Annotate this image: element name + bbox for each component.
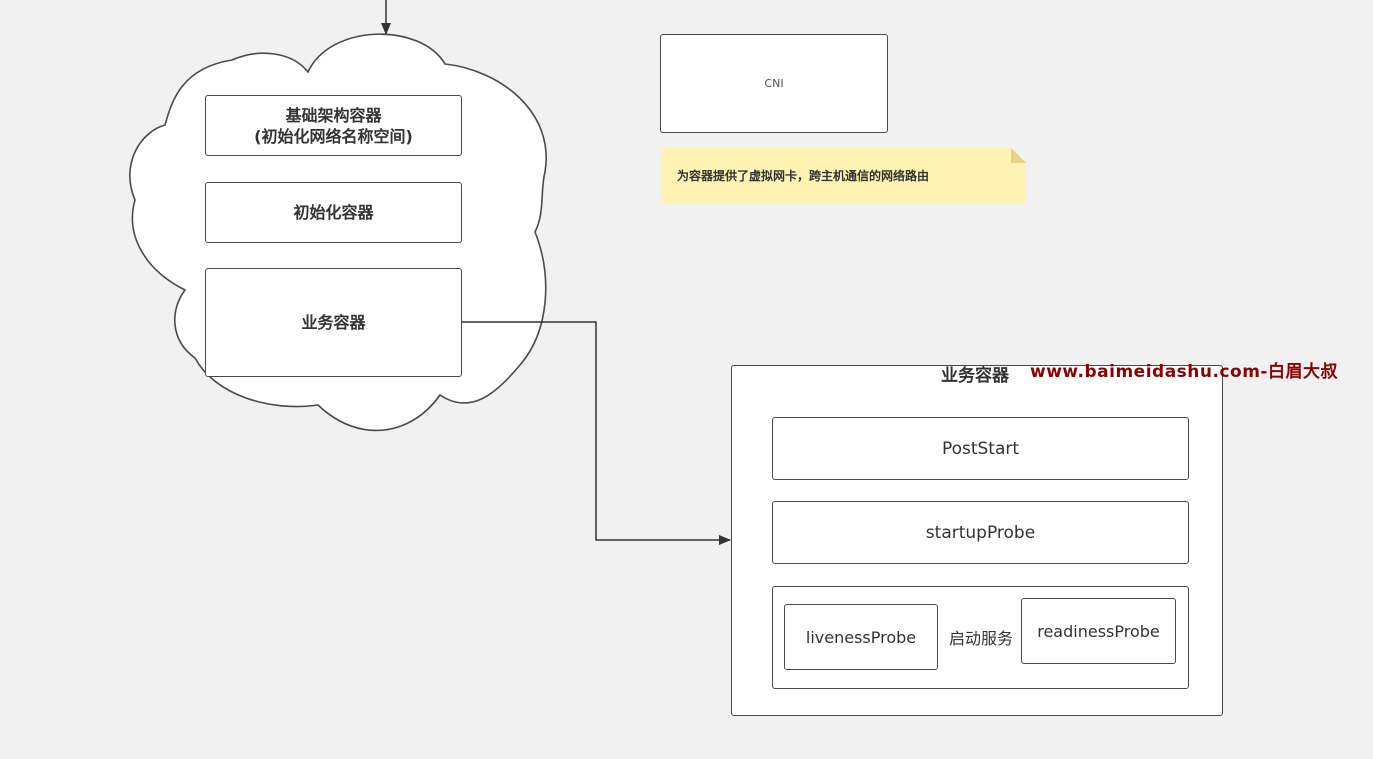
cni-note[interactable]: 为容器提供了虚拟网卡，跨主机通信的网络路由 bbox=[661, 148, 1026, 203]
note-fold-corner bbox=[1011, 148, 1026, 163]
business-container-detail-title: 业务容器 bbox=[941, 366, 1009, 386]
poststart-label: PostStart bbox=[941, 438, 1020, 459]
readiness-probe-box[interactable]: readinessProbe bbox=[1021, 598, 1176, 664]
startup-probe-box[interactable]: startupProbe bbox=[772, 501, 1189, 564]
init-container-label: 初始化容器 bbox=[293, 203, 374, 222]
liveness-probe-label: livenessProbe bbox=[805, 627, 917, 647]
cni-label: CNI bbox=[764, 77, 784, 90]
cni-note-text: 为容器提供了虚拟网卡，跨主机通信的网络路由 bbox=[677, 169, 930, 183]
liveness-probe-box[interactable]: livenessProbe bbox=[784, 604, 938, 670]
init-container-box[interactable]: 初始化容器 bbox=[205, 182, 462, 243]
infra-container-sublabel: (初始化网络名称空间) bbox=[254, 126, 413, 146]
start-service-label: 启动服务 bbox=[948, 629, 1013, 648]
infra-container-label: 基础架构容器 bbox=[285, 105, 382, 125]
watermark: www.baimeidashu.com-白眉大叔 bbox=[1030, 362, 1338, 382]
cni-box[interactable]: CNI bbox=[660, 34, 888, 133]
readiness-probe-label: readinessProbe bbox=[1037, 621, 1160, 641]
startup-probe-label: startupProbe bbox=[925, 522, 1036, 543]
business-container-box[interactable]: 业务容器 bbox=[205, 268, 462, 377]
business-container-label: 业务容器 bbox=[301, 313, 366, 332]
connector-arrow bbox=[461, 321, 731, 545]
poststart-box[interactable]: PostStart bbox=[772, 417, 1189, 480]
infra-container-box[interactable]: 基础架构容器 (初始化网络名称空间) bbox=[205, 95, 462, 156]
